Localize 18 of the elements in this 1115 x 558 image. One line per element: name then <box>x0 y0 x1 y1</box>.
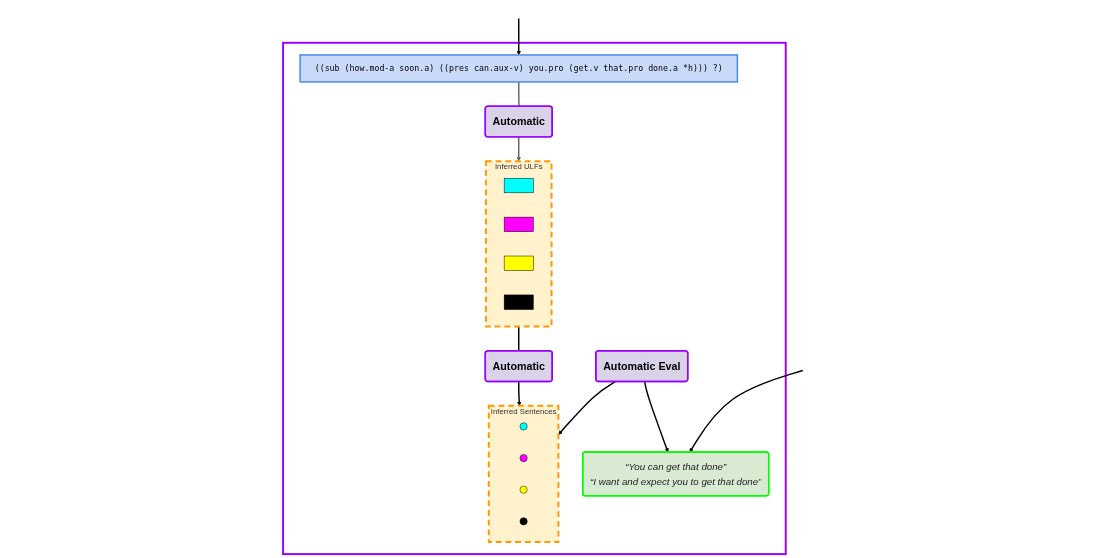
node-box <box>503 294 534 310</box>
arrow <box>689 369 804 453</box>
connector <box>518 81 520 108</box>
connector <box>518 325 520 352</box>
arrow <box>644 381 669 453</box>
node-box <box>503 177 534 194</box>
node-circle <box>519 422 528 431</box>
cluster <box>282 41 787 556</box>
arrow <box>517 380 522 406</box>
node-circle <box>519 485 528 494</box>
arrow <box>558 380 617 435</box>
node-box: ((sub (how.mod-a soon.a) ((pres can.aux-v) you.pro (get.v that.pro done.a *h))) ?) <box>299 54 739 83</box>
node-circle <box>519 454 528 462</box>
node-box <box>503 255 534 271</box>
node-box <box>503 216 534 232</box>
arrow <box>516 17 521 56</box>
node-circle <box>519 517 528 526</box>
arrow <box>516 136 521 162</box>
